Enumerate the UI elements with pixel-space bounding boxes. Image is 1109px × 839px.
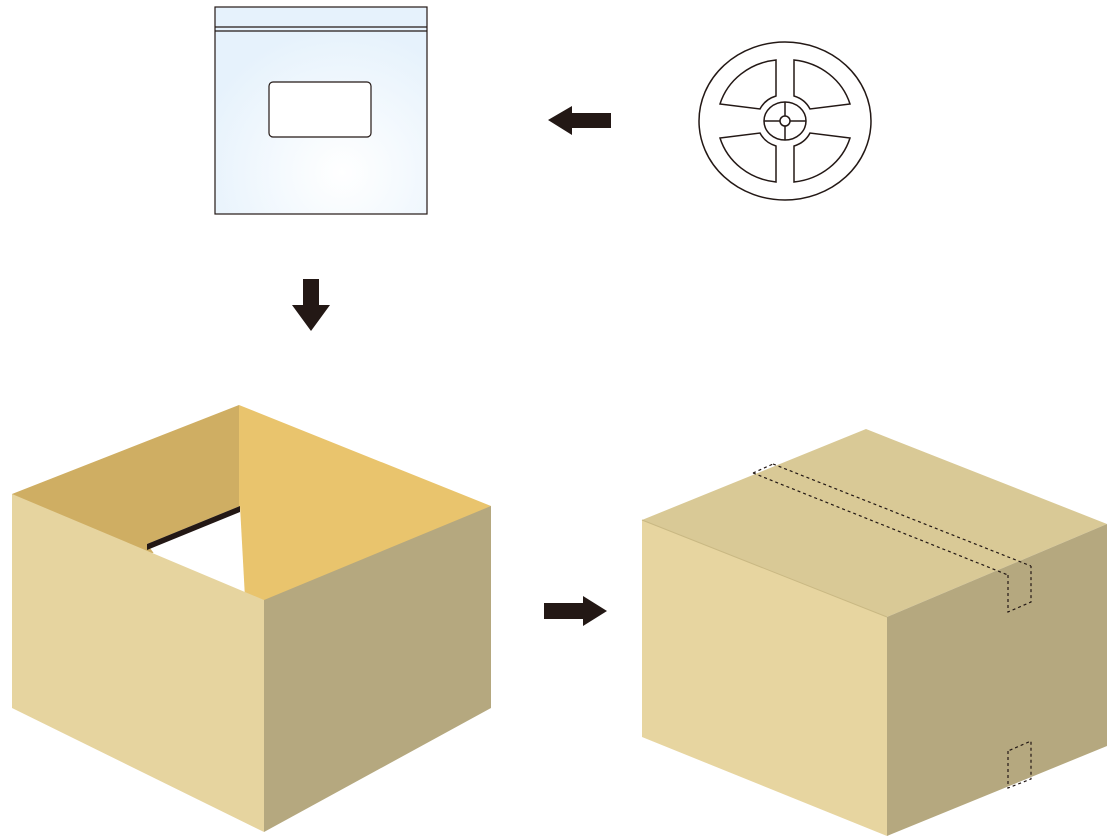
open-box-front [12,494,264,832]
zip-bag-icon [214,6,428,215]
sealed-box-tape [752,463,1032,789]
open-box-icon [12,405,491,832]
reel-window-top [719,59,777,110]
reel-window-top-right [793,59,851,110]
tape-flap-upper [1007,566,1032,613]
reel-window-bottom-left [719,132,777,183]
arrow-right-icon [544,596,607,626]
bag-inside-zip-line [149,517,241,556]
tape-reel-icon [698,41,872,201]
bag-label [268,81,372,138]
bag-inside-zip [147,506,240,550]
arrow-down-icon [292,279,330,331]
tape-edge-1 [752,472,1009,576]
arrow-left-icon [548,106,611,135]
sealed-box-icon [641,429,1107,836]
open-box-side [264,506,491,832]
tape-end-top [752,463,774,474]
tape-edge-2 [772,463,1032,567]
sealed-box-flap-seam [641,519,888,618]
tape-flap-lower [1007,740,1032,789]
sealed-box-top [642,429,1107,617]
reel-window-bottom-right [793,132,851,183]
sealed-box-side [887,524,1107,836]
reel-outer-rim [698,41,872,201]
sealed-box-front [642,520,887,836]
